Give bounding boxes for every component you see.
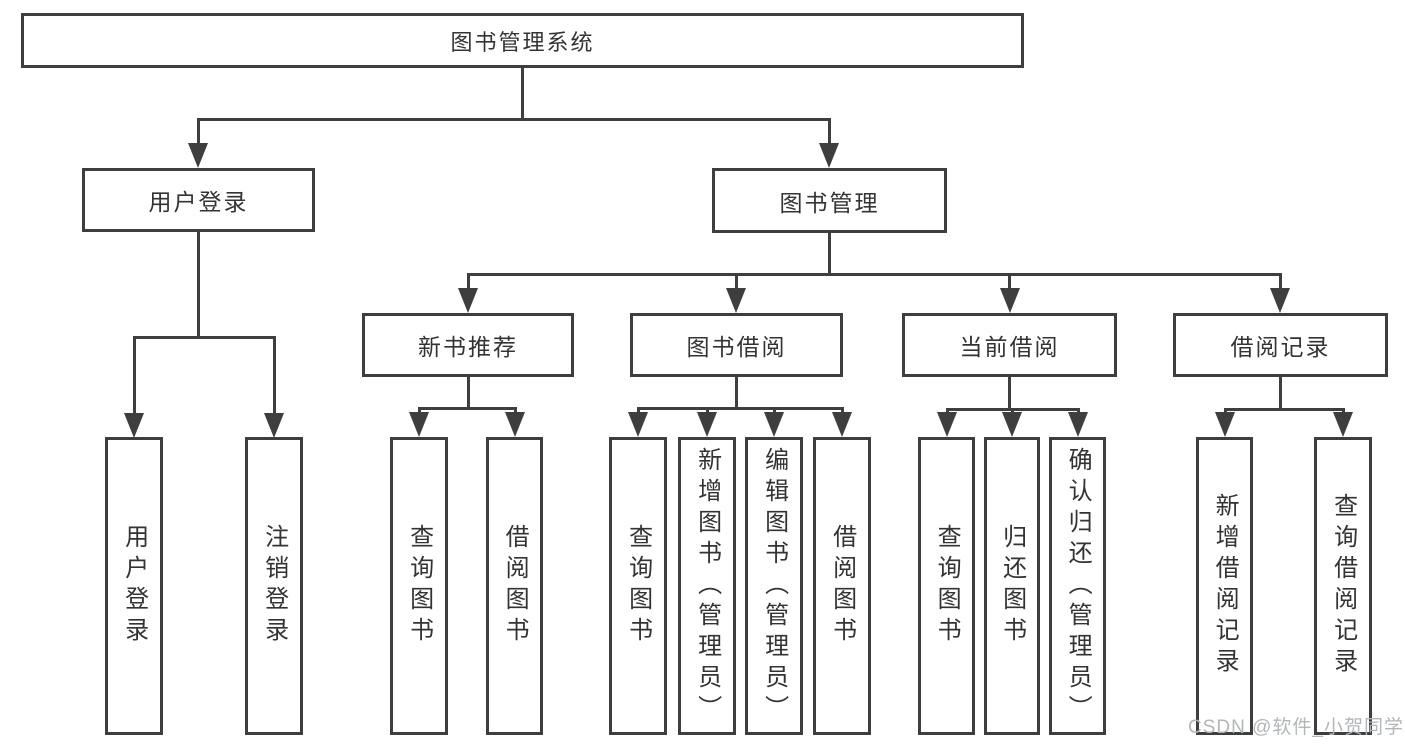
- edge-drop: [196, 118, 200, 145]
- node-user-login: 用户登录: [82, 168, 315, 232]
- leaf-label: 查询图书: [624, 524, 652, 648]
- leaf-label: 查询借阅记录: [1329, 493, 1357, 679]
- leaf-borrow-books-borrowing: 借阅图书: [813, 437, 871, 735]
- leaf-label: 借阅图书: [828, 524, 856, 648]
- edge-vline: [1008, 377, 1011, 408]
- edge-vline: [521, 68, 524, 118]
- arrow-down-icon: [937, 412, 957, 437]
- node-borrowing-records: 借阅记录: [1173, 313, 1388, 377]
- arrow-down-icon: [1270, 288, 1290, 313]
- edge-drop: [636, 407, 640, 414]
- leaf-query-borrow-record: 查询借阅记录: [1314, 437, 1372, 735]
- leaf-user-login: 用户登录: [105, 437, 163, 735]
- edge-vline: [197, 232, 200, 336]
- edge-drop: [945, 408, 949, 414]
- leaf-label: 注销登录: [260, 524, 288, 648]
- edge-drop: [1076, 408, 1080, 414]
- arrow-down-icon: [409, 412, 429, 437]
- arrow-down-icon: [819, 143, 839, 168]
- arrow-down-icon: [188, 143, 208, 168]
- watermark-text: CSDN @软件_小贺同学: [1188, 717, 1404, 738]
- edge-drop: [132, 336, 136, 415]
- arrow-down-icon: [1068, 412, 1088, 437]
- arrow-down-icon: [124, 413, 144, 438]
- node-book-management: 图书管理: [712, 168, 947, 233]
- leaf-confirm-return-admin: 确认归还（管理员）: [1049, 437, 1106, 735]
- edge-drop: [772, 407, 776, 414]
- arrow-down-icon: [264, 413, 284, 438]
- edge-drop: [1341, 408, 1345, 414]
- arrow-down-icon: [628, 412, 648, 437]
- arrow-down-icon: [726, 288, 746, 313]
- leaf-query-books-borrowing: 查询图书: [609, 437, 667, 735]
- edge-vline: [828, 233, 831, 273]
- edge-hline: [636, 407, 844, 410]
- edge-drop: [513, 407, 517, 414]
- leaf-label: 新增借阅记录: [1211, 493, 1239, 679]
- arrow-down-icon: [1000, 288, 1020, 313]
- arrow-down-icon: [505, 412, 525, 437]
- node-library-management-system: 图书管理系统: [21, 13, 1024, 68]
- arrow-down-icon: [832, 412, 852, 437]
- leaf-label: 确认归还（管理员）: [1064, 446, 1092, 726]
- edge-hline: [1223, 408, 1345, 411]
- edge-drop: [1279, 273, 1282, 290]
- leaf-label: 用户登录: [120, 524, 148, 648]
- edge-drop: [705, 407, 709, 414]
- leaf-query-books-recommend: 查询图书: [390, 437, 448, 735]
- edge-vline: [466, 377, 470, 407]
- arrow-down-icon: [1002, 412, 1022, 437]
- leaf-borrow-books-recommend: 借阅图书: [486, 437, 543, 735]
- leaf-add-borrow-record: 新增借阅记录: [1196, 437, 1253, 735]
- arrow-down-icon: [697, 412, 717, 437]
- edge-drop: [735, 273, 738, 290]
- arrow-down-icon: [1333, 412, 1353, 437]
- edge-hline: [132, 336, 276, 339]
- edge-drop: [272, 336, 276, 415]
- edge-drop: [1010, 408, 1014, 414]
- edge-drop: [840, 407, 844, 414]
- edge-drop: [466, 273, 470, 290]
- leaf-return-books: 归还图书: [984, 437, 1040, 735]
- edge-drop: [1008, 273, 1011, 290]
- leaf-label: 新增图书（管理员）: [693, 446, 721, 726]
- leaf-logout-login: 注销登录: [245, 437, 303, 735]
- node-book-borrowing: 图书借阅: [630, 313, 843, 377]
- node-current-borrowing: 当前借阅: [902, 313, 1117, 377]
- leaf-label: 归还图书: [998, 524, 1026, 648]
- edge-vline: [735, 377, 738, 407]
- leaf-label: 编辑图书（管理员）: [760, 446, 788, 726]
- arrow-down-icon: [764, 412, 784, 437]
- edge-hline: [196, 118, 831, 121]
- edge-drop: [1223, 408, 1227, 414]
- leaf-label: 查询图书: [405, 524, 433, 648]
- edge-drop: [828, 118, 831, 145]
- leaf-query-books-current: 查询图书: [918, 437, 975, 735]
- edge-hline: [417, 407, 517, 410]
- arrow-down-icon: [1215, 412, 1235, 437]
- node-new-book-recommendation: 新书推荐: [362, 313, 574, 377]
- leaf-label: 借阅图书: [501, 524, 529, 648]
- edge-vline: [1279, 377, 1282, 408]
- arrow-down-icon: [458, 288, 478, 313]
- leaf-label: 查询图书: [933, 524, 961, 648]
- edge-drop: [417, 407, 421, 414]
- leaf-edit-books-admin: 编辑图书（管理员）: [745, 437, 803, 735]
- edge-hline: [466, 273, 1282, 276]
- leaf-add-books-admin: 新增图书（管理员）: [678, 437, 736, 735]
